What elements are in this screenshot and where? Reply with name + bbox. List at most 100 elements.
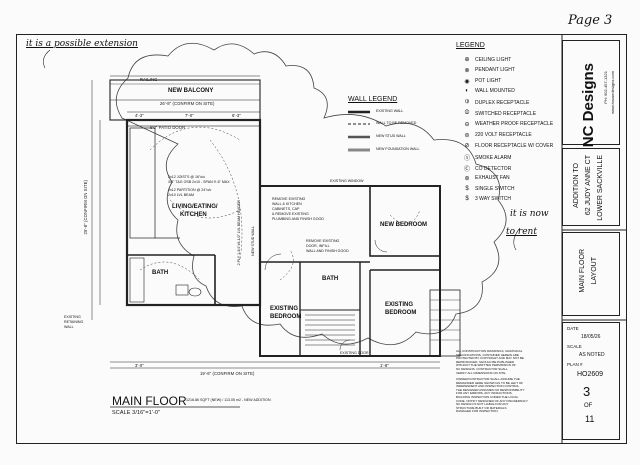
disclaimer-line: ALL CONSTRUCTION DRAWINGS, GRAPHICAL <box>456 349 523 353</box>
wall-legend-title: WALL LEGEND <box>348 96 398 103</box>
sheet-total: 11 <box>585 414 595 424</box>
legend-label: SMOKE ALARM <box>475 154 512 161</box>
sheet-title-1: MAIN FLOOR <box>579 249 586 293</box>
dim-seg-a: 4'-3" <box>135 113 144 118</box>
sheet-number: 3 <box>583 384 591 399</box>
legend-title: LEGEND <box>456 42 485 49</box>
dim-bottom-overall: 19'-6" (CONFIRM ON SITE) <box>200 371 255 376</box>
note-now-to-rent-2: to rent <box>506 227 537 237</box>
project-line-3: LOWER SACKVILLE <box>597 155 604 221</box>
disclaimer-line: INDEPENDENT AND INSPECTION CONTROL <box>456 384 520 389</box>
disclaimer-line: FOR ANY ERRORS, ANY INFRACTIONS, <box>456 391 513 396</box>
company-name: NC Designs <box>580 63 597 148</box>
pot-light-icon: ◉ <box>464 78 470 85</box>
date-label: DATE <box>567 326 579 331</box>
220-volt-receptacle-icon: ⊜ <box>464 132 470 139</box>
co-detector-icon: Ⓒ <box>463 167 470 173</box>
note-joists-2: 3/4" T&G OSB 2x10 - SPAN 9'-6" MAX <box>168 180 230 184</box>
single-switch-icon: $ <box>465 185 469 192</box>
project-line-2: 62 JUDY ANNE CT <box>585 155 592 216</box>
wall-legend-item-2: NEW STUD WALL <box>376 134 406 138</box>
wall-legend-item-0: EXISTING WALL <box>376 109 404 113</box>
title-block-sheet-title: MAIN FLOOR LAYOUT <box>562 232 620 316</box>
legend-item-220-volt-receptacle: ⊜220 VOLT RECEPTACLE <box>463 132 531 139</box>
disclaimer-line: CODE. NOTIFY DESIGNER OF ANY DISCREPANCY… <box>456 398 529 403</box>
legend-item-pendant-light: ⊗PENDANT LIGHT <box>463 67 514 74</box>
disclaimer-line: NC DESIGN IS NOT LIABLE FOR ANY <box>456 402 509 407</box>
label-bath-main: BATH <box>152 270 169 276</box>
floor-receptacle-icon: ⊘ <box>464 143 470 150</box>
date-value: 18/05/26 <box>581 334 601 340</box>
disclaimer-line: PROTECTED BY COPYRIGHT AND MAY NOT BE <box>456 356 524 361</box>
dim-seg-b: 7'-0" <box>185 113 194 118</box>
legend-item-switched-receptacle: ⦷SWITCHED RECEPTACLE <box>463 110 536 117</box>
disclaimer-line: SPECIFICATIONS, CONTAINED HEREIN ARE <box>456 352 519 357</box>
label-retaining-wall-2: RETAINING <box>64 320 84 324</box>
note-remove2-3: WALL AND FINISH GOOD <box>306 249 349 253</box>
note-new-stud-wall: NEW STUD WALL <box>251 226 255 256</box>
company-phone: PH: 902-457-1321 <box>603 71 608 104</box>
legend-label: POT LIGHT <box>475 78 502 85</box>
wall-legend-item-1: WALL TO BE REMOVED <box>376 121 417 125</box>
title-block-project: ADDITION TO 62 JUDY ANNE CT LOWER SACKVI… <box>562 148 620 226</box>
label-retaining-wall-1: EXISTING <box>64 315 81 319</box>
legend-item-single-switch: $SINGLE SWITCH <box>463 186 514 192</box>
label-existing-bedroom-left-2: BEDROOM <box>270 314 302 320</box>
label-existing-door: EXISTING DOOR <box>340 351 369 355</box>
legend-item-exhaust-fan: ⊛ EXHAUST FAN <box>463 175 510 182</box>
label-bath-existing: BATH <box>322 276 339 282</box>
note-remove-3: CABINETS, CAP <box>272 207 300 211</box>
legend-label: WALL MOUNTED <box>475 88 515 95</box>
dim-top-overall: 26'-8" (CONFIRM ON SITE) <box>160 101 215 106</box>
note-possible-extension: it is a possible extension <box>26 39 138 49</box>
note-remove-2: WALL & KITCHEN <box>272 202 302 206</box>
project-line-1: ADDITION TO <box>573 163 580 208</box>
drawing-title: MAIN FLOOR <box>112 394 187 408</box>
smoke-alarm-icon: ⓢ <box>463 156 470 163</box>
label-new-balcony: NEW BALCONY <box>168 88 214 94</box>
note-remove2-2: DOOR, INFILL <box>306 244 330 248</box>
label-living-1: LIVING/EATING/ <box>172 204 218 210</box>
legend-label: EXHAUST FAN <box>475 175 510 182</box>
plan-label: PLAN # <box>567 362 583 367</box>
legend-label: FLOOR RECEPTACLE W/ COVER <box>475 142 554 149</box>
sheet-title-2: LAYOUT <box>591 257 598 285</box>
scale-label: SCALE <box>567 344 582 349</box>
note-beam: 2 PLY 1-3/4"x9-1/2" LVL BEAM HEADER <box>237 200 241 266</box>
note-joists-4: 2x10 LVL BEAM <box>168 193 194 197</box>
note-remove-4: & REMOVE EXISTING <box>272 212 309 216</box>
legend-item-3-way-switch: $3 WAY SWITCH <box>463 196 511 202</box>
duplex-receptacle-icon: ⦶ <box>464 99 470 106</box>
wall-legend-item-3: NEW FOUNDATION WALL <box>376 147 420 151</box>
disclaimer-line: OWNER/CONTRACTOR SHALL ASSUME THE <box>456 377 520 381</box>
scale-value: AS NOTED <box>579 352 605 358</box>
disclaimer-line: THE DESIGNER ASSUMES NO RESPONSIBILITY <box>456 387 525 392</box>
legend-label: CEILING LIGHT <box>475 56 512 63</box>
dim-seg-c: 6'-3" <box>232 113 241 118</box>
legend-item-ceiling-light: ⊕CEILING LIGHT <box>463 56 512 64</box>
page-label: Page 3 <box>568 13 613 28</box>
disclaimer-line: DAMAGED FOR INSPECTION. <box>456 409 499 414</box>
exhaust-fan-icon: ⊛ <box>464 175 470 182</box>
note-joists-3: 2x12 PARTITION @ 24"o/c <box>168 188 212 192</box>
legend-label: CO DETECTOR <box>475 165 512 172</box>
drawing-area: 1216.86 SQFT (NEW) / 113.05 m2 - NEW ADD… <box>186 398 271 402</box>
legend-item-pot-light: ◉ POT LIGHT <box>463 78 501 85</box>
label-existing-bedroom-right-1: EXISTING <box>385 302 414 308</box>
disclaimer-line: REPRODUCED, SHOULD BE PUBLISHED <box>456 359 515 364</box>
legend-label: 3 WAY SWITCH <box>475 196 512 203</box>
label-living-2: KITCHEN <box>180 212 207 218</box>
disclaimer-line: VERIFY ALL DIMENSIONS ON SITE. <box>456 370 507 375</box>
disclaimer-line: STRUCTURE BUILT OR MATERIALS <box>456 405 507 410</box>
note-now-to-rent-1: it is now <box>510 209 549 219</box>
note-joists-1: 2x12 JOISTS @ 16"o/c <box>168 175 206 179</box>
drawing-border <box>16 34 627 444</box>
legend-item-weather-proof-receptacle: ⊖WEATHER PROOF RECEPTACLE <box>463 121 553 128</box>
label-existing-bedroom-right-2: BEDROOM <box>385 310 417 316</box>
label-patio-door: 6'0" PATIO DOOR <box>150 125 186 130</box>
legend-item-floor-receptacle: ⊘ FLOOR RECEPTACLE W/ COVER <box>463 142 554 150</box>
legend-item-wall-mounted: ◐WALL MOUNTED <box>463 88 515 94</box>
dim-left-overall: 25'-8" (CONFIRM ON SITE) <box>83 180 88 235</box>
